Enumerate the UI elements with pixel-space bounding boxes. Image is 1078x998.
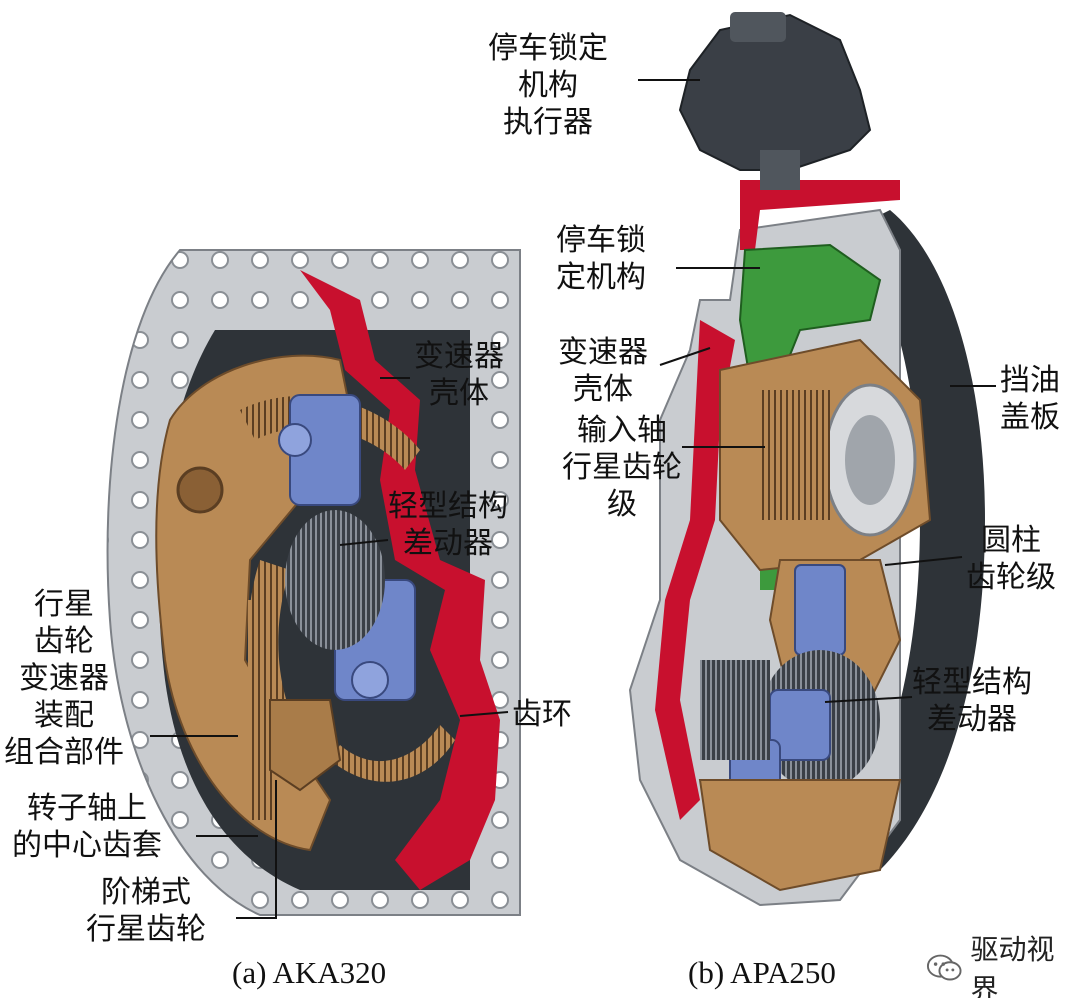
label-b-housing: 变速器 壳体 — [558, 335, 648, 407]
aka320-ring-gear — [240, 395, 420, 470]
leader-lines — [150, 79, 996, 919]
aka320-differential — [285, 510, 385, 650]
label-a-ring-gear: 齿环 — [512, 697, 572, 732]
leader-b-housing — [659, 347, 711, 366]
label-b-lightweight-diff: 轻型结构 差动器 — [912, 665, 1032, 737]
label-a-planetary-assembly: 行星 齿轮 变速器 装配 组合部件 — [4, 587, 124, 770]
aka320-stepped-planet — [269, 699, 342, 792]
label-a-housing: 变速器 壳体 — [414, 339, 504, 411]
watermark: 驱动视界 — [926, 928, 1078, 998]
leader-a-stepped-planet — [236, 780, 277, 919]
caption-a: (a) AKA320 — [232, 955, 387, 990]
label-a-stepped-planet: 阶梯式 行星齿轮 — [86, 875, 206, 947]
apa250-oil-baffle-shape — [830, 210, 985, 870]
aka320-cutaway — [106, 249, 521, 916]
aka320-housing-cut — [300, 270, 500, 890]
leader-b-lightweight-diff — [824, 696, 913, 703]
watermark-text: 驱动视界 — [970, 933, 1055, 998]
wechat-icon — [926, 954, 962, 981]
leader-b-spur-stage — [884, 556, 963, 566]
caption-b: (b) APA250 — [688, 955, 836, 990]
leader-a-lightweight-diff — [339, 539, 389, 546]
leader-a-ring-gear — [459, 711, 509, 717]
label-a-rotor-sleeve: 转子轴上 的中心齿套 — [12, 791, 162, 863]
label-b-input-planetary: 输入轴 行星齿轮 级 — [562, 413, 682, 522]
apa250-housing-cut — [655, 320, 735, 820]
label-a-lightweight-diff: 轻型结构 差动器 — [388, 489, 508, 561]
label-b-oil-baffle: 挡油 盖板 — [1000, 363, 1060, 435]
apa250-cutaway — [628, 12, 985, 907]
label-b-spur-stage: 圆柱 齿轮级 — [966, 523, 1056, 595]
apa250-park-lock — [738, 243, 882, 381]
label-b-park-actuator: 停车锁定 机构 执行器 — [488, 31, 608, 140]
label-b-park-lock: 停车锁 定机构 — [556, 223, 646, 295]
